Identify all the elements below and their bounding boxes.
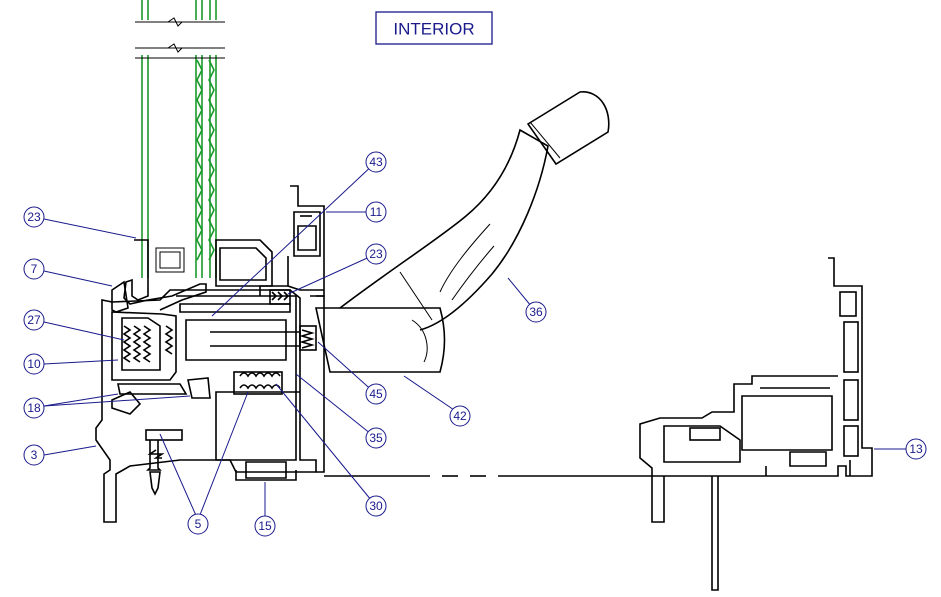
callout-23-right-label: 23 [369, 247, 383, 261]
callout-13-label: 13 [909, 442, 923, 456]
callout-5: 5 [187, 513, 209, 535]
callout-35-label: 35 [369, 431, 383, 445]
callout-43-label: 43 [369, 155, 383, 169]
callout-10-label: 10 [27, 357, 41, 371]
callout-35: 35 [365, 427, 387, 449]
callout-13: 13 [905, 438, 927, 460]
callout-23-left: 23 [23, 206, 45, 228]
glazing-unit [135, 0, 225, 278]
callout-7: 7 [23, 258, 45, 280]
callout-11: 11 [365, 201, 387, 223]
callout-23-left-label: 23 [27, 210, 41, 224]
sash-frame-profile [95, 185, 325, 523]
callout-45: 45 [365, 383, 387, 405]
callout-18-label: 18 [27, 401, 41, 415]
callout-30-label: 30 [369, 499, 383, 513]
callout-27: 27 [23, 309, 45, 331]
callout-5-label: 5 [195, 517, 202, 531]
callout-3-label: 3 [31, 448, 38, 462]
callout-36-label: 36 [529, 305, 543, 319]
callout-11-label: 11 [370, 205, 383, 219]
callout-43: 43 [365, 151, 387, 173]
callout-3: 3 [23, 444, 45, 466]
callout-42-label: 42 [453, 409, 467, 423]
callout-7-label: 7 [31, 262, 38, 276]
callout-10: 10 [23, 353, 45, 375]
callout-30: 30 [365, 495, 387, 517]
interior-label: INTERIOR [375, 11, 493, 45]
callout-15-label: 15 [258, 519, 272, 533]
callout-18: 18 [23, 397, 45, 419]
right-frame-profile [639, 257, 873, 591]
callout-27-label: 27 [27, 313, 41, 327]
callout-42: 42 [449, 405, 471, 427]
leader-lines [43, 161, 916, 521]
callout-45-label: 45 [369, 387, 383, 401]
callout-23-right: 23 [365, 243, 387, 265]
callout-15: 15 [254, 515, 276, 537]
interior-label-text: INTERIOR [393, 20, 474, 39]
callout-36: 36 [525, 301, 547, 323]
handle [315, 91, 610, 373]
